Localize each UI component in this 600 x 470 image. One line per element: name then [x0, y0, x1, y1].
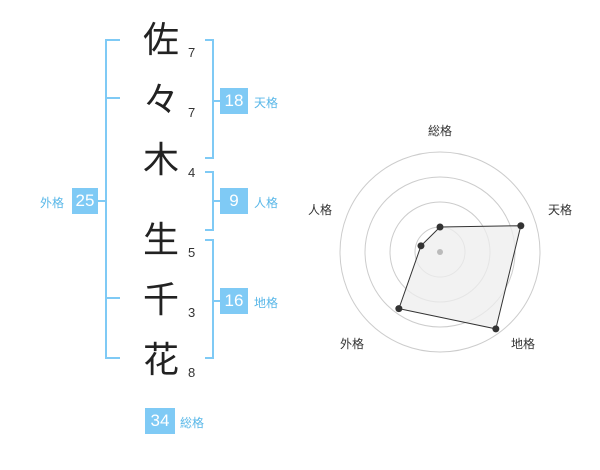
radar-point-1	[436, 223, 444, 231]
radar-polygon	[398, 225, 522, 330]
stroke-count-1: 7	[188, 45, 196, 60]
radar-label-bottom-left: 外格	[340, 337, 365, 351]
name-char-1: 佐	[142, 20, 179, 61]
radar-label-top: 総格	[428, 124, 453, 138]
stroke-count-2: 7	[188, 105, 196, 120]
tenkaku-value-badge: 18	[220, 88, 248, 114]
soukaku-value-badge: 34	[145, 408, 175, 434]
radar-center-dot	[437, 249, 443, 255]
radar-label-left: 人格	[308, 203, 333, 217]
chikaku-value-badge: 16	[220, 288, 248, 314]
radar-label-bottom-right: 地格	[511, 337, 536, 351]
tenkaku-bracket	[205, 39, 214, 159]
gaikaku-label: 外格	[40, 196, 65, 210]
gaikaku-value-badge: 25	[72, 188, 98, 214]
radar-point-3	[492, 325, 500, 333]
tenkaku-label: 天格	[254, 96, 279, 110]
radar-ring	[364, 176, 516, 328]
gaikaku-bracket	[105, 39, 120, 359]
jinkaku-label: 人格	[254, 196, 279, 210]
chikaku-bracket	[205, 239, 214, 359]
radar-point-4	[395, 305, 403, 313]
radar-ring	[339, 151, 541, 353]
soukaku-label: 総格	[180, 416, 205, 430]
name-char-2: 々	[142, 80, 179, 121]
stroke-count-5: 3	[188, 305, 196, 320]
radar-point-2	[517, 222, 525, 230]
jinkaku-value-badge: 9	[220, 188, 248, 214]
name-char-3: 木	[142, 140, 179, 181]
radar-point-5	[417, 242, 425, 250]
name-char-4: 生	[142, 220, 179, 261]
stroke-count-6: 8	[188, 365, 196, 380]
chikaku-label: 地格	[254, 296, 279, 310]
stroke-count-3: 4	[188, 165, 196, 180]
stroke-count-4: 5	[188, 245, 196, 260]
name-char-5: 千	[142, 280, 179, 321]
radar-label-right: 天格	[548, 203, 573, 217]
name-char-6: 花	[142, 340, 179, 381]
